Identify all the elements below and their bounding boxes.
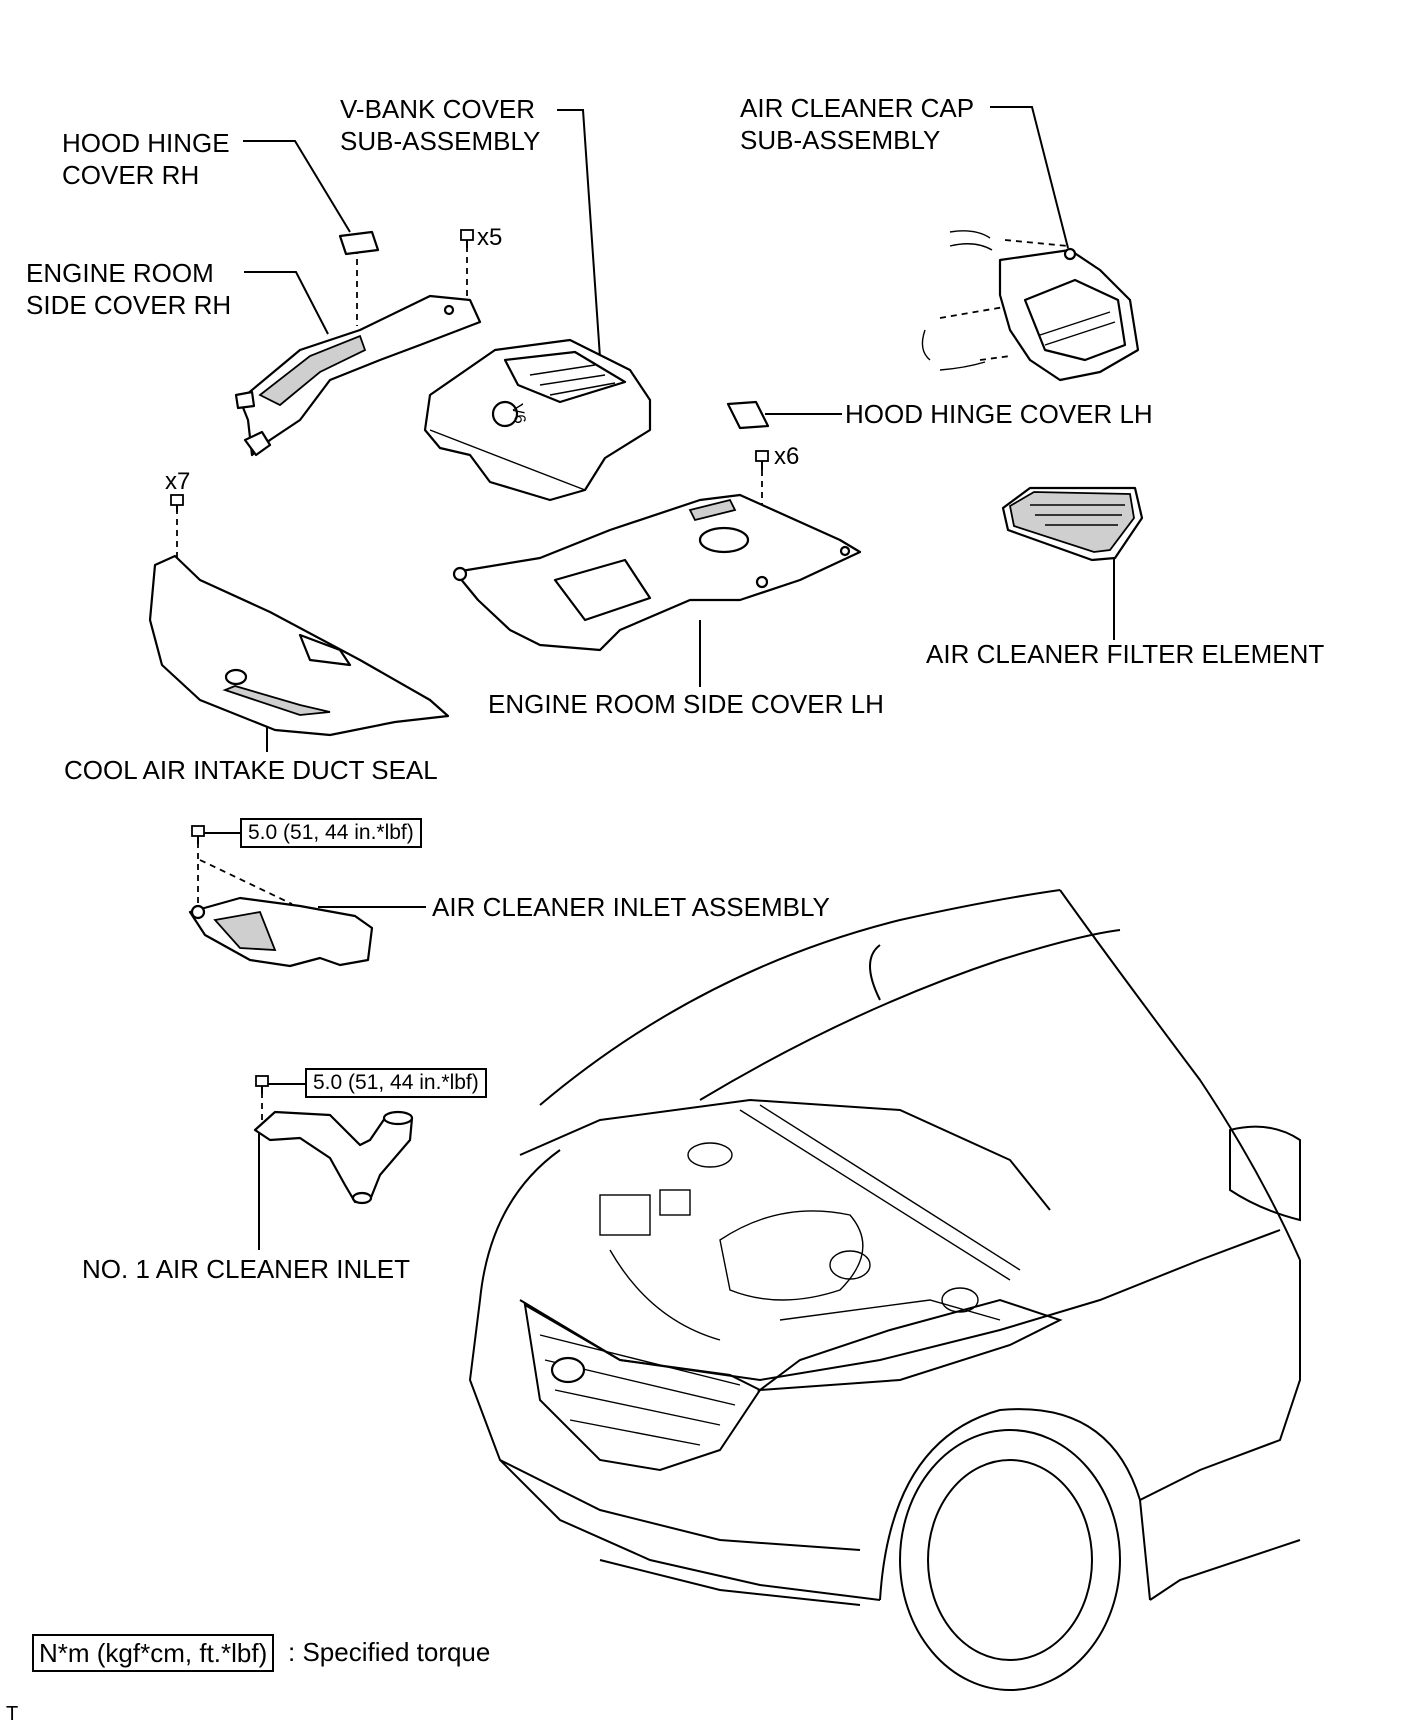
legend-description: : Specified torque — [288, 1637, 491, 1667]
corner-mark: T — [6, 1703, 19, 1725]
air-cleaner-cap-part — [921, 230, 1140, 382]
air-cleaner-inlet-assembly-part — [188, 896, 374, 968]
air-cleaner-filter-element-part — [1001, 486, 1144, 562]
torque-spec-inlet-assembly: 5.0 (51, 44 in.*lbf) — [240, 818, 422, 848]
bolt-icon — [255, 1075, 269, 1094]
bolt-icon — [460, 229, 474, 248]
engine-room-side-cover-rh-part — [234, 294, 482, 457]
label-air-cleaner-filter-element: AIR CLEANER FILTER ELEMENT — [926, 639, 1325, 669]
label-cool-air-intake-duct-seal: COOL AIR INTAKE DUCT SEAL — [64, 755, 438, 785]
legend-unit-box: N*m (kgf*cm, ft.*lbf) — [32, 1634, 275, 1672]
hood-hinge-cover-lh-part — [726, 400, 770, 430]
quantity-x5: x5 — [477, 224, 503, 251]
label-engine-room-side-cover-rh: ENGINE ROOM SIDE COVER RH — [26, 257, 231, 321]
torque-spec-no1-inlet: 5.0 (51, 44 in.*lbf) — [305, 1068, 487, 1098]
label-line: AIR CLEANER CAP — [740, 93, 975, 123]
no1-air-cleaner-inlet-part — [253, 1110, 414, 1205]
label-v-bank-cover: V-BANK COVER SUB-ASSEMBLY — [340, 93, 540, 157]
engine-room-side-cover-lh-part — [452, 493, 862, 652]
cool-air-intake-duct-seal-part — [148, 554, 450, 737]
label-engine-room-side-cover-lh: ENGINE ROOM SIDE COVER LH — [488, 689, 884, 719]
label-line: SUB-ASSEMBLY — [740, 125, 941, 155]
label-line: ENGINE ROOM — [26, 258, 214, 288]
v-bank-cover-part: V6 — [423, 338, 652, 502]
label-line: V-BANK COVER — [340, 94, 536, 124]
v6-emblem-text: V6 — [508, 403, 528, 425]
bolt-icon — [170, 494, 184, 512]
label-hood-hinge-cover-lh: HOOD HINGE COVER LH — [845, 399, 1153, 429]
label-air-cleaner-cap: AIR CLEANER CAP SUB-ASSEMBLY — [740, 92, 974, 156]
label-air-cleaner-inlet-assembly: AIR CLEANER INLET ASSEMBLY — [432, 892, 830, 922]
quantity-x6: x6 — [774, 443, 800, 470]
bolt-icon — [191, 825, 205, 844]
label-line: HOOD HINGE — [62, 128, 230, 158]
vehicle-illustration — [468, 889, 1301, 1691]
label-line: SIDE COVER RH — [26, 290, 232, 320]
label-hood-hinge-cover-rh: HOOD HINGE COVER RH — [62, 127, 230, 191]
label-no1-air-cleaner-inlet: NO. 1 AIR CLEANER INLET — [82, 1254, 410, 1284]
leader-lines — [200, 106, 1115, 1250]
quantity-x7: x7 — [165, 468, 191, 495]
label-line: COVER RH — [62, 160, 200, 190]
hood-hinge-cover-rh-part — [338, 230, 380, 256]
label-line: SUB-ASSEMBLY — [340, 126, 541, 156]
bolt-icon — [755, 450, 769, 470]
